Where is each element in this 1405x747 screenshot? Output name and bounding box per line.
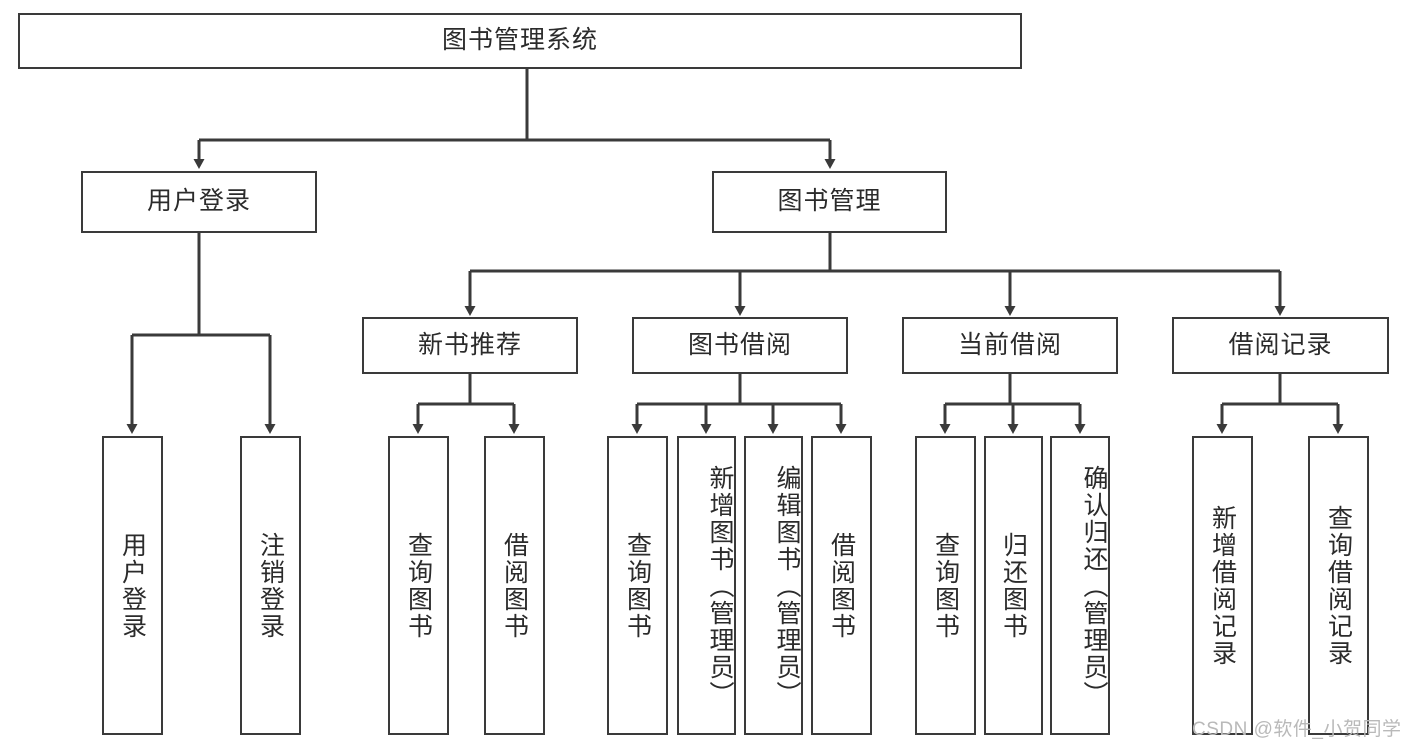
node-book-borrow[interactable]: 图书借阅	[632, 317, 848, 374]
node-label: 用户登录	[118, 531, 147, 640]
node-label: 查询图书	[404, 531, 433, 640]
node-leaf-borrow-book-2[interactable]: 借阅图书	[811, 436, 872, 735]
node-user-login[interactable]: 用户登录	[81, 171, 317, 233]
node-borrow-record[interactable]: 借阅记录	[1172, 317, 1389, 374]
node-label: 借阅图书	[500, 531, 529, 640]
node-leaf-query-book-2[interactable]: 查询图书	[607, 436, 668, 735]
node-label: 新增借阅记录	[1208, 504, 1237, 667]
node-label: 图书管理	[777, 187, 882, 216]
node-label: 查询借阅记录	[1324, 504, 1353, 667]
node-book-manage[interactable]: 图书管理	[712, 171, 947, 233]
csdn-watermark: CSDN @软件_小贺同学	[1192, 719, 1402, 740]
node-label: 借阅图书	[827, 531, 856, 640]
node-leaf-borrow-book-1[interactable]: 借阅图书	[484, 436, 545, 735]
node-label: 编辑图书（管理员）	[773, 464, 801, 708]
node-leaf-query-book-3[interactable]: 查询图书	[915, 436, 976, 735]
node-leaf-query-book-1[interactable]: 查询图书	[388, 436, 449, 735]
node-label: 图书借阅	[687, 330, 792, 359]
node-label: 确认归还（管理员）	[1080, 464, 1108, 708]
node-new-book-recommend[interactable]: 新书推荐	[362, 317, 578, 374]
node-leaf-query-record[interactable]: 查询借阅记录	[1308, 436, 1369, 735]
node-label: 新增图书（管理员）	[706, 464, 734, 708]
node-leaf-confirm-return[interactable]: 确认归还（管理员）	[1050, 436, 1110, 735]
node-leaf-logout[interactable]: 注销登录	[240, 436, 301, 735]
node-label: 用户登录	[146, 187, 251, 216]
node-leaf-edit-book[interactable]: 编辑图书（管理员）	[744, 436, 803, 735]
node-label: 新书推荐	[417, 330, 522, 359]
node-label: 借阅记录	[1228, 330, 1333, 359]
node-current-borrow[interactable]: 当前借阅	[902, 317, 1118, 374]
node-label: 图书管理系统	[441, 26, 598, 55]
node-leaf-add-book[interactable]: 新增图书（管理员）	[677, 436, 736, 735]
node-root[interactable]: 图书管理系统	[18, 13, 1022, 69]
node-leaf-add-record[interactable]: 新增借阅记录	[1192, 436, 1253, 735]
node-label: 当前借阅	[957, 330, 1062, 359]
node-leaf-user-login[interactable]: 用户登录	[102, 436, 163, 735]
node-label: 注销登录	[256, 531, 285, 640]
node-label: 查询图书	[931, 531, 960, 640]
node-leaf-return-book[interactable]: 归还图书	[984, 436, 1043, 735]
node-label: 查询图书	[623, 531, 652, 640]
node-label: 归还图书	[999, 531, 1028, 640]
